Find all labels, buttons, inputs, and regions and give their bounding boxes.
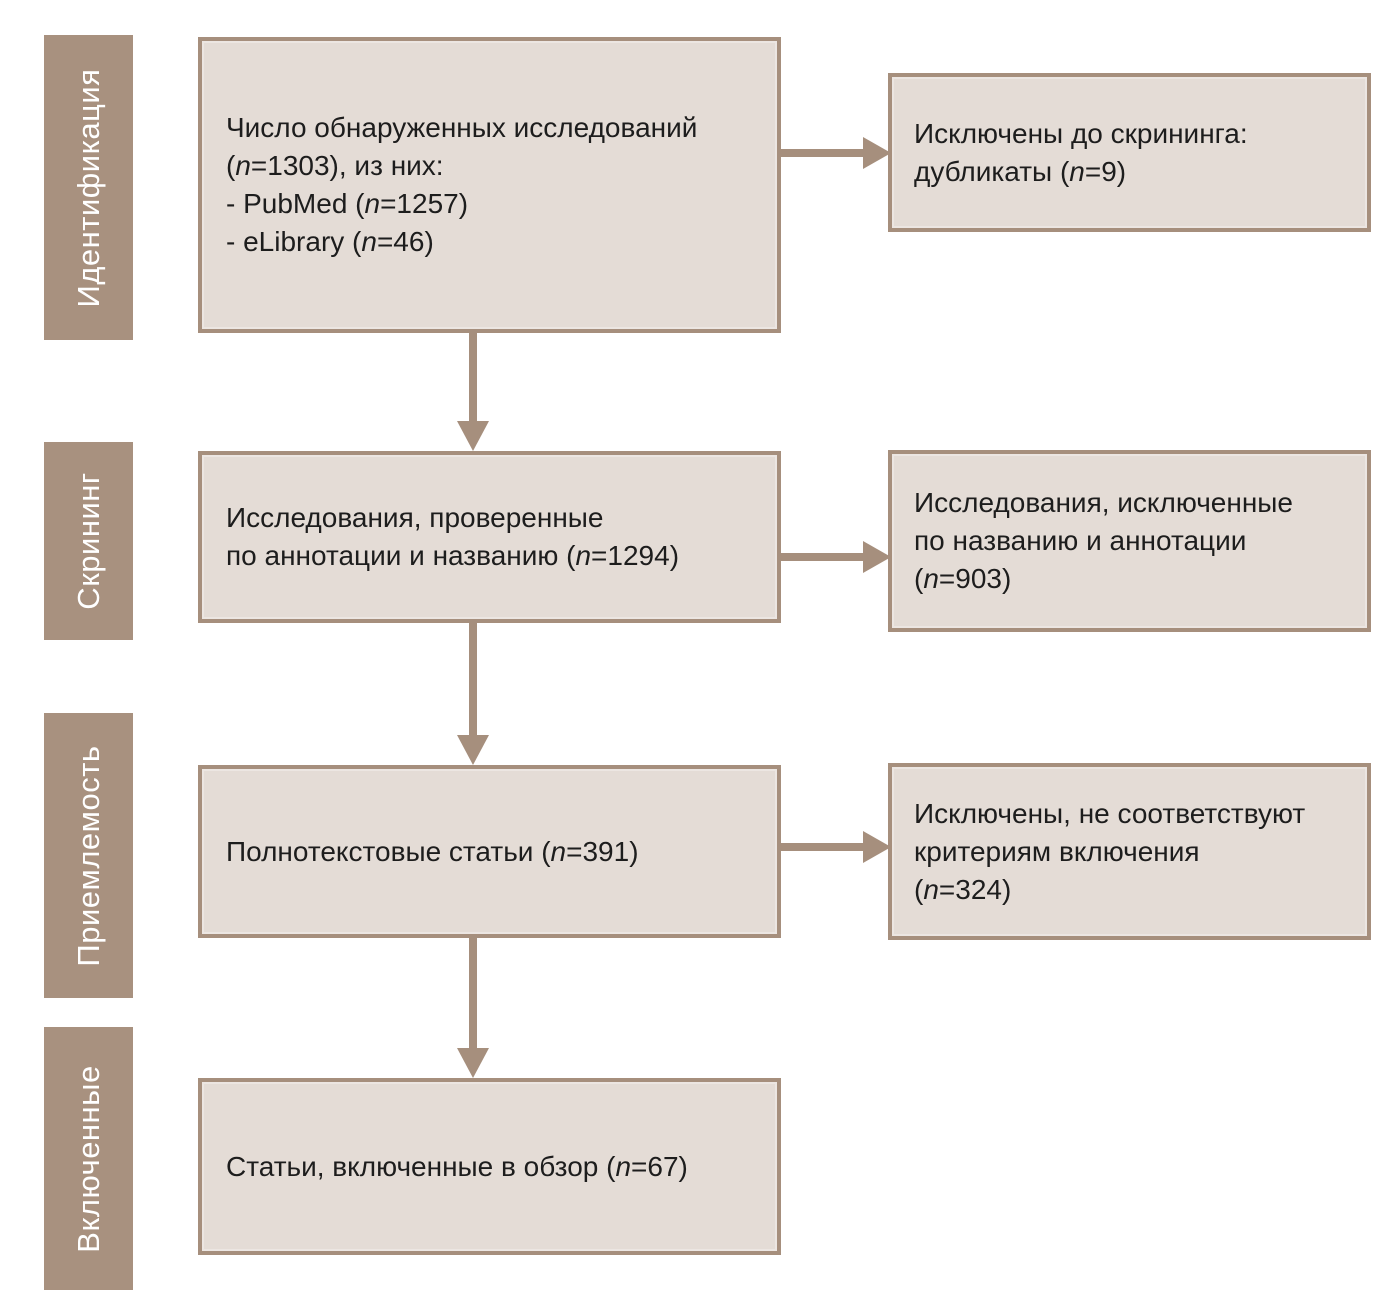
stage-screening-label: Скрининг bbox=[70, 472, 106, 610]
box-excluded-by-title-abstract: Исследования, исключенные по названию и а… bbox=[888, 450, 1371, 632]
text-line: Исследования, исключенные bbox=[914, 484, 1355, 522]
text-segment: ( bbox=[226, 150, 236, 181]
arrow-right-icon bbox=[863, 137, 891, 169]
arrow-right-icon bbox=[863, 541, 891, 573]
text-line: - PubMed (n=1257) bbox=[226, 185, 765, 223]
stage-included-label: Включенные bbox=[70, 1064, 106, 1253]
box-articles-included: Статьи, включенные в обзор (n=67) bbox=[198, 1078, 781, 1255]
arrow-line bbox=[469, 938, 477, 1048]
text-segment: Исследования, проверенные bbox=[226, 502, 604, 533]
arrow-line bbox=[469, 623, 477, 735]
box-fulltext-articles: Полнотекстовые статьи (n=391) bbox=[198, 765, 781, 938]
text-segment: ( bbox=[914, 563, 924, 594]
box-records-identified: Число обнаруженных исследований(n=1303),… bbox=[198, 37, 781, 333]
text-segment: =1303), из них: bbox=[250, 150, 444, 181]
text-line: Полнотекстовые статьи (n=391) bbox=[226, 833, 765, 871]
text-segment: =903) bbox=[938, 563, 1012, 594]
stage-screening: Скрининг bbox=[44, 442, 133, 640]
stage-eligibility-label: Приемлемость bbox=[70, 744, 106, 967]
text-line: Исследования, проверенные bbox=[226, 499, 765, 537]
text-line: Исключены, не соответствуют bbox=[914, 795, 1355, 833]
text-segment: =1294) bbox=[591, 540, 680, 571]
italic-n: n bbox=[923, 873, 939, 905]
text-segment: - eLibrary ( bbox=[226, 226, 362, 257]
arrow-line bbox=[779, 843, 863, 851]
text-line: (n=1303), из них: bbox=[226, 147, 765, 185]
italic-n: n bbox=[923, 563, 939, 594]
text-line: по аннотации и названию (n=1294) bbox=[226, 537, 765, 575]
text-segment: Исключены, не соответствуют bbox=[914, 797, 1306, 829]
text-line: - eLibrary (n=46) bbox=[226, 223, 765, 261]
text-line: Статьи, включенные в обзор (n=67) bbox=[226, 1148, 765, 1186]
text-segment: Статьи, включенные в обзор ( bbox=[226, 1150, 616, 1182]
text-line: дубликаты (n=9) bbox=[914, 153, 1355, 191]
text-line: (n=324) bbox=[914, 871, 1355, 909]
arrow-down-icon bbox=[457, 735, 489, 765]
text-segment: =46) bbox=[376, 226, 434, 257]
italic-n: n bbox=[550, 835, 567, 867]
text-segment: =1257) bbox=[380, 188, 469, 219]
text-line: (n=903) bbox=[914, 560, 1355, 598]
italic-n: n bbox=[364, 188, 381, 219]
italic-n: n bbox=[615, 1150, 632, 1182]
text-segment: =324) bbox=[938, 873, 1012, 905]
text-segment: Число обнаруженных исследований bbox=[226, 112, 698, 143]
text-segment: Исследования, исключенные bbox=[914, 487, 1293, 518]
arrow-down-icon bbox=[457, 1048, 489, 1078]
arrow-line bbox=[469, 333, 477, 421]
text-line: Число обнаруженных исследований bbox=[226, 109, 765, 147]
text-segment: Полнотекстовые статьи ( bbox=[226, 835, 551, 867]
text-segment: по названию и аннотации bbox=[914, 525, 1247, 556]
text-segment: =391) bbox=[566, 835, 639, 867]
text-line: Исключены до скрининга: bbox=[914, 115, 1355, 153]
italic-n: n bbox=[235, 150, 251, 181]
box-excluded-criteria: Исключены, не соответствуют критериям вкл… bbox=[888, 763, 1371, 940]
text-line: критериям включения bbox=[914, 833, 1355, 871]
italic-n: n bbox=[1069, 155, 1085, 187]
text-line: по названию и аннотации bbox=[914, 522, 1355, 560]
italic-n: n bbox=[361, 226, 377, 257]
arrow-right-icon bbox=[863, 831, 891, 863]
text-segment: ( bbox=[914, 873, 924, 905]
stage-eligibility: Приемлемость bbox=[44, 713, 133, 998]
arrow-line bbox=[779, 149, 863, 157]
stage-included: Включенные bbox=[44, 1027, 133, 1290]
italic-n: n bbox=[575, 540, 592, 571]
text-segment: =9) bbox=[1084, 155, 1127, 187]
text-segment: критериям включения bbox=[914, 835, 1200, 867]
text-segment: Исключены до скрининга: bbox=[914, 117, 1248, 149]
box-excluded-before-screening: Исключены до скрининга: дубликаты (n=9) bbox=[888, 73, 1371, 232]
box-records-screened: Исследования, проверенные по аннотации и … bbox=[198, 451, 781, 623]
arrow-line bbox=[779, 553, 863, 561]
stage-identification-label: Идентификация bbox=[70, 68, 106, 307]
text-segment: по аннотации и названию ( bbox=[226, 540, 576, 571]
text-segment: - PubMed ( bbox=[226, 188, 365, 219]
text-segment: дубликаты ( bbox=[914, 155, 1070, 187]
text-segment: =67) bbox=[631, 1150, 688, 1182]
arrow-down-icon bbox=[457, 421, 489, 451]
stage-identification: Идентификация bbox=[44, 35, 133, 340]
